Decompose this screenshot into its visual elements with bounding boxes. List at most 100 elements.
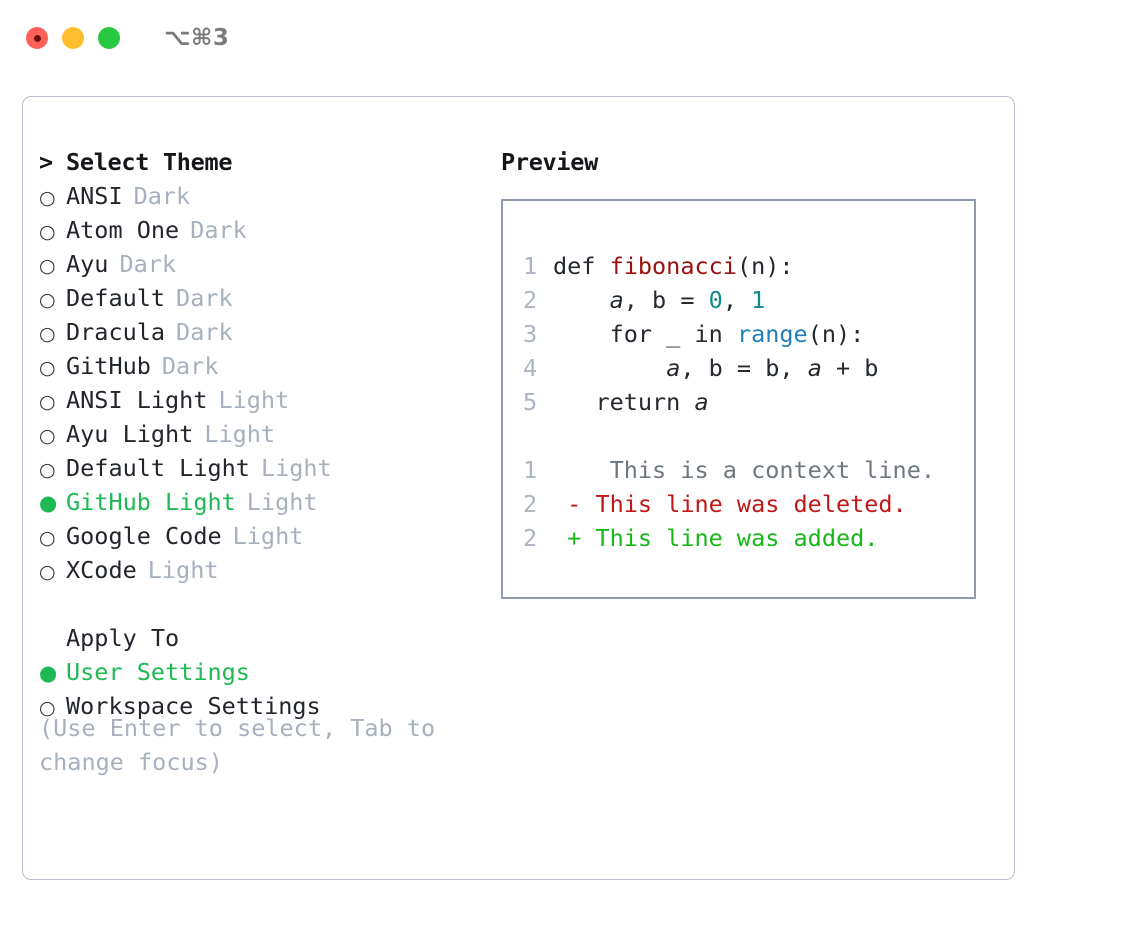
- list-spacer: [39, 587, 489, 621]
- code-token: , b = b,: [680, 354, 808, 382]
- radio-unselected-icon[interactable]: ○: [39, 459, 56, 481]
- theme-option-row[interactable]: ○ Dracula Dark: [39, 315, 489, 349]
- code-spacer: [523, 419, 974, 453]
- theme-option-name: Default Light: [66, 454, 250, 482]
- apply-to-options: ●User Settings ○ Workspace Settings: [39, 655, 489, 723]
- theme-option-name: GitHub: [66, 352, 151, 380]
- maximize-button-icon[interactable]: [98, 27, 120, 49]
- code-token: def: [553, 252, 610, 280]
- line-number: 3: [523, 320, 538, 348]
- code-line: 4 a, b = b, a + b: [523, 351, 974, 385]
- code-token: ,: [623, 286, 653, 314]
- keyboard-shortcut-label: ⌥⌘3: [164, 25, 230, 51]
- theme-variant-tag: Light: [204, 420, 276, 448]
- minimize-button-icon[interactable]: [62, 27, 84, 49]
- theme-option-name: Ayu Light: [66, 420, 194, 448]
- theme-variant-tag: Dark: [133, 182, 191, 210]
- code-token: for _ in: [553, 320, 737, 348]
- theme-option-name: ANSI: [66, 182, 123, 210]
- line-number: 2: [523, 524, 538, 552]
- radio-selected-icon[interactable]: ●: [39, 491, 58, 515]
- radio-unselected-icon[interactable]: ○: [39, 357, 56, 379]
- theme-variant-tag: Dark: [161, 352, 219, 380]
- apply-to-option-row[interactable]: ●User Settings: [39, 655, 489, 689]
- line-number: 1: [523, 252, 538, 280]
- code-token: a: [694, 388, 709, 416]
- theme-option-row[interactable]: ○ Ayu Dark: [39, 247, 489, 281]
- code-token: b: [652, 286, 667, 314]
- code-token: 0: [708, 286, 723, 314]
- radio-unselected-icon[interactable]: ○: [39, 391, 56, 413]
- code-line: 3 for _ in range(n):: [523, 317, 974, 351]
- code-token: 1: [751, 286, 766, 314]
- line-number: 4: [523, 354, 538, 382]
- code-token: a: [807, 354, 822, 382]
- theme-option-name: ANSI Light: [66, 386, 208, 414]
- keyboard-hint-text: (Use Enter to select, Tab to change focu…: [39, 714, 436, 776]
- line-number: 1: [523, 456, 538, 484]
- theme-variant-tag: Light: [232, 522, 304, 550]
- theme-option-name: Ayu: [66, 250, 109, 278]
- radio-selected-icon[interactable]: ●: [39, 661, 58, 685]
- diff-text: - This line was deleted.: [553, 490, 907, 518]
- theme-variant-tag: Light: [147, 556, 219, 584]
- radio-unselected-icon[interactable]: ○: [39, 289, 56, 311]
- theme-option-name: Atom One: [66, 216, 180, 244]
- radio-unselected-icon[interactable]: ○: [39, 323, 56, 345]
- theme-option-row[interactable]: ○ Atom One Dark: [39, 213, 489, 247]
- radio-unselected-icon[interactable]: ○: [39, 255, 56, 277]
- code-token: ,: [722, 286, 752, 314]
- line-number: 2: [523, 490, 538, 518]
- diff-line: 2 - This line was deleted.: [523, 487, 974, 521]
- theme-option-name: Dracula: [66, 318, 166, 346]
- theme-option-row[interactable]: ○ ANSI Light Light: [39, 383, 489, 417]
- theme-variant-tag: Light: [260, 454, 332, 482]
- line-number: 5: [523, 388, 538, 416]
- select-theme-heading: > Select Theme: [39, 145, 489, 179]
- code-token: (n):: [736, 252, 794, 280]
- code-token: a: [609, 286, 624, 314]
- radio-unselected-icon[interactable]: ○: [39, 697, 56, 719]
- theme-variant-tag: Dark: [176, 284, 233, 312]
- apply-to-option-name: Workspace Settings: [66, 692, 321, 720]
- theme-option-row[interactable]: ○ Ayu Light Light: [39, 417, 489, 451]
- theme-option-row[interactable]: ○ Default Light Light: [39, 451, 489, 485]
- theme-option-row[interactable]: ○ GitHub Dark: [39, 349, 489, 383]
- radio-unselected-icon[interactable]: ○: [39, 527, 56, 549]
- theme-option-row[interactable]: ○ XCode Light: [39, 553, 489, 587]
- close-button-icon[interactable]: [26, 27, 48, 49]
- diff-text: + This line was added.: [553, 524, 879, 552]
- diff-line: 2 + This line was added.: [523, 521, 974, 555]
- preview-heading: Preview: [501, 148, 598, 176]
- theme-variant-tag: Dark: [190, 216, 247, 244]
- traffic-light-buttons: [26, 27, 120, 49]
- apply-to-option-row[interactable]: ○ Workspace Settings: [39, 689, 489, 723]
- code-token: [553, 286, 610, 314]
- theme-variant-tag: Dark: [176, 318, 233, 346]
- code-token: return: [553, 388, 695, 416]
- diff-text: This is a context line.: [553, 456, 936, 484]
- theme-option-row[interactable]: ○ ANSI Dark: [39, 179, 489, 213]
- theme-variant-tag: Light: [218, 386, 290, 414]
- code-token: range: [736, 320, 808, 348]
- line-number: 2: [523, 286, 538, 314]
- theme-option-name: XCode: [66, 556, 137, 584]
- code-token: =: [666, 286, 709, 314]
- radio-unselected-icon[interactable]: ○: [39, 221, 56, 243]
- theme-variant-tag: Light: [246, 488, 318, 516]
- blank-bullet-icon: ○: [39, 623, 66, 657]
- radio-unselected-icon[interactable]: ○: [39, 425, 56, 447]
- theme-variant-tag: Dark: [119, 250, 177, 278]
- caret-icon: >: [39, 148, 53, 176]
- code-line: 5 return a: [523, 385, 974, 419]
- radio-unselected-icon[interactable]: ○: [39, 561, 56, 583]
- code-token: a: [666, 354, 681, 382]
- radio-unselected-icon[interactable]: ○: [39, 187, 56, 209]
